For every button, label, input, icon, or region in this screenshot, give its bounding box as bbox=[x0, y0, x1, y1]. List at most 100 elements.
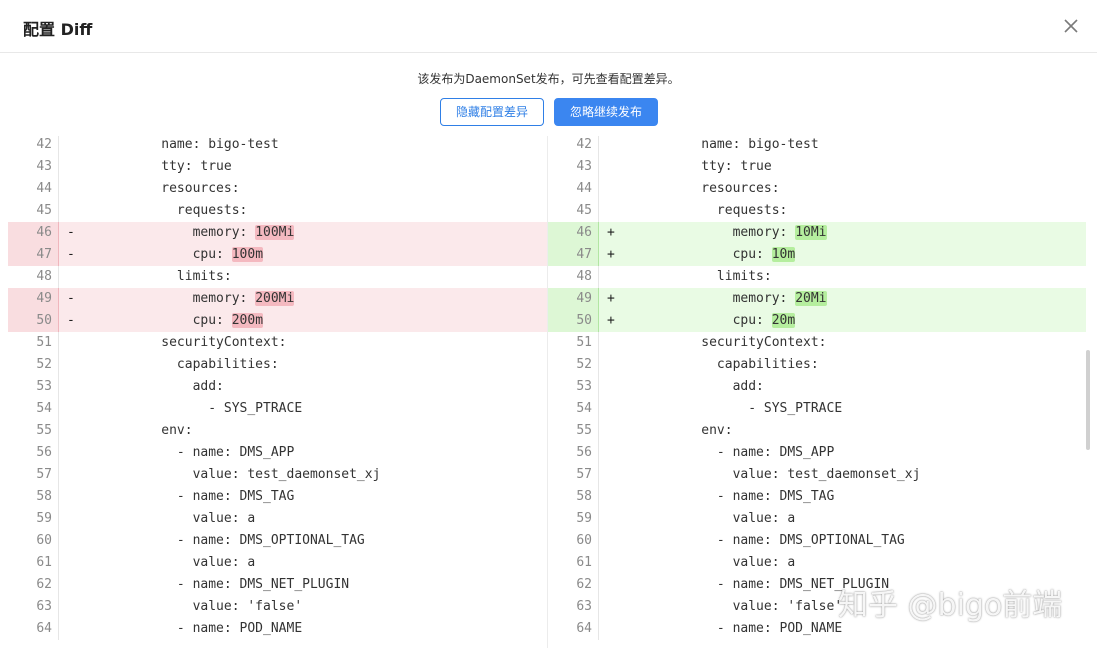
deletion-marker: - bbox=[67, 247, 75, 262]
code-line: resources: bbox=[623, 178, 780, 200]
code-line: - name: DMS_APP bbox=[623, 442, 834, 464]
ignore-continue-button[interactable]: 忽略继续发布 bbox=[554, 98, 658, 126]
code-text: resources: bbox=[623, 181, 780, 196]
diff-line: 53 add: bbox=[548, 376, 1086, 398]
diff-line: 63 value: 'false' bbox=[8, 596, 547, 618]
code-text: - SYS_PTRACE bbox=[83, 401, 303, 416]
code-text: - name: DMS_APP bbox=[83, 445, 295, 460]
close-icon-glyph bbox=[1064, 19, 1078, 33]
deletion-marker: - bbox=[67, 225, 75, 240]
line-number: 44 bbox=[548, 178, 599, 200]
line-number: 54 bbox=[548, 398, 599, 420]
line-number: 61 bbox=[548, 552, 599, 574]
line-number: 55 bbox=[8, 420, 59, 442]
dialog-header: 配置 Diff bbox=[0, 0, 1097, 53]
line-number: 56 bbox=[8, 442, 59, 464]
code-line: capabilities: bbox=[623, 354, 819, 376]
line-number: 45 bbox=[8, 200, 59, 222]
diff-line: 59 value: a bbox=[548, 508, 1086, 530]
diff-line: 49+ memory: 20Mi bbox=[548, 288, 1086, 310]
addition-marker: + bbox=[607, 247, 615, 262]
code-text: env: bbox=[623, 423, 733, 438]
code-line: - name: DMS_TAG bbox=[623, 486, 834, 508]
code-text: cpu: bbox=[623, 313, 772, 328]
diff-line: 60 - name: DMS_OPTIONAL_TAG bbox=[8, 530, 547, 552]
line-number: 58 bbox=[548, 486, 599, 508]
code-text: capabilities: bbox=[83, 357, 279, 372]
line-number: 52 bbox=[548, 354, 599, 376]
code-text: - name: DMS_OPTIONAL_TAG bbox=[83, 533, 365, 548]
code-text: - name: DMS_TAG bbox=[83, 489, 295, 504]
code-line: limits: bbox=[623, 266, 772, 288]
diff-line: 46 + memory: 10Mi bbox=[548, 222, 1086, 244]
code-line: memory: 20Mi bbox=[623, 288, 827, 310]
code-line: value: 'false' bbox=[623, 596, 843, 618]
deletion-marker: - bbox=[67, 313, 75, 328]
code-text: - SYS_PTRACE bbox=[623, 401, 843, 416]
code-text: value: a bbox=[623, 511, 796, 526]
line-number: 48 bbox=[8, 266, 59, 288]
diff-line: 42 name: bigo-test bbox=[548, 136, 1086, 156]
diff-line: 48 limits: bbox=[548, 266, 1086, 288]
diff-line: 55 env: bbox=[8, 420, 547, 442]
code-text: cpu: bbox=[83, 313, 232, 328]
deletion-marker: - bbox=[67, 291, 75, 306]
notice-text: 该发布为DaemonSet发布，可先查看配置差异。 bbox=[417, 72, 680, 86]
code-line: value: a bbox=[623, 508, 796, 530]
diff-line: 42 name: bigo-test bbox=[8, 136, 547, 156]
code-text: value: a bbox=[83, 555, 256, 570]
changed-value: 100Mi bbox=[255, 225, 295, 240]
code-text: value: 'false' bbox=[623, 599, 843, 614]
line-number: 59 bbox=[8, 508, 59, 530]
code-line: add: bbox=[623, 376, 764, 398]
code-line: securityContext: bbox=[623, 332, 826, 354]
diff-line: 51 securityContext: bbox=[8, 332, 547, 354]
line-number: 42 bbox=[8, 136, 59, 156]
code-text: add: bbox=[83, 379, 224, 394]
code-line: - name: DMS_NET_PLUGIN bbox=[83, 574, 349, 596]
code-text: requests: bbox=[623, 203, 788, 218]
code-line: memory: 10Mi bbox=[623, 222, 827, 244]
close-icon[interactable] bbox=[1060, 15, 1082, 37]
diff-line: 50- cpu: 200m bbox=[8, 310, 547, 332]
code-text: - name: DMS_TAG bbox=[623, 489, 835, 504]
line-number: 55 bbox=[548, 420, 599, 442]
code-line: cpu: 200m bbox=[83, 310, 264, 332]
code-text: add: bbox=[623, 379, 764, 394]
diff-line: 43 tty: true bbox=[548, 156, 1086, 178]
addition-marker: + bbox=[607, 225, 615, 240]
diff-line: 61 value: a bbox=[548, 552, 1086, 574]
scrollbar-thumb[interactable] bbox=[1086, 350, 1090, 450]
diff-line: 57 value: test_daemonset_xj bbox=[548, 464, 1086, 486]
code-line: capabilities: bbox=[83, 354, 279, 376]
line-number: 52 bbox=[8, 354, 59, 376]
code-line: requests: bbox=[623, 200, 787, 222]
code-text: env: bbox=[83, 423, 193, 438]
code-line: value: 'false' bbox=[83, 596, 303, 618]
line-number: 46 bbox=[548, 222, 599, 244]
diff-line: 54 - SYS_PTRACE bbox=[548, 398, 1086, 420]
line-number: 60 bbox=[548, 530, 599, 552]
line-number: 59 bbox=[548, 508, 599, 530]
hide-diff-button[interactable]: 隐藏配置差异 bbox=[440, 98, 544, 126]
code-line: - SYS_PTRACE bbox=[83, 398, 302, 420]
code-text: - name: POD_NAME bbox=[83, 621, 303, 636]
diff-line: 60 - name: DMS_OPTIONAL_TAG bbox=[548, 530, 1086, 552]
code-text: - name: DMS_NET_PLUGIN bbox=[623, 577, 890, 592]
diff-line: 45 requests: bbox=[548, 200, 1086, 222]
changed-value: 20Mi bbox=[795, 291, 827, 306]
diff-line: 58 - name: DMS_TAG bbox=[8, 486, 547, 508]
code-text: - name: DMS_NET_PLUGIN bbox=[83, 577, 350, 592]
line-number: 57 bbox=[548, 464, 599, 486]
code-line: - name: POD_NAME bbox=[83, 618, 302, 640]
addition-marker: + bbox=[607, 313, 615, 328]
line-number: 61 bbox=[8, 552, 59, 574]
line-number: 51 bbox=[8, 332, 59, 354]
line-number: 49 bbox=[8, 288, 59, 310]
line-number: 45 bbox=[548, 200, 599, 222]
code-text: resources: bbox=[83, 181, 240, 196]
changed-value: 100m bbox=[231, 247, 264, 262]
code-line: memory: 100Mi bbox=[83, 222, 295, 244]
